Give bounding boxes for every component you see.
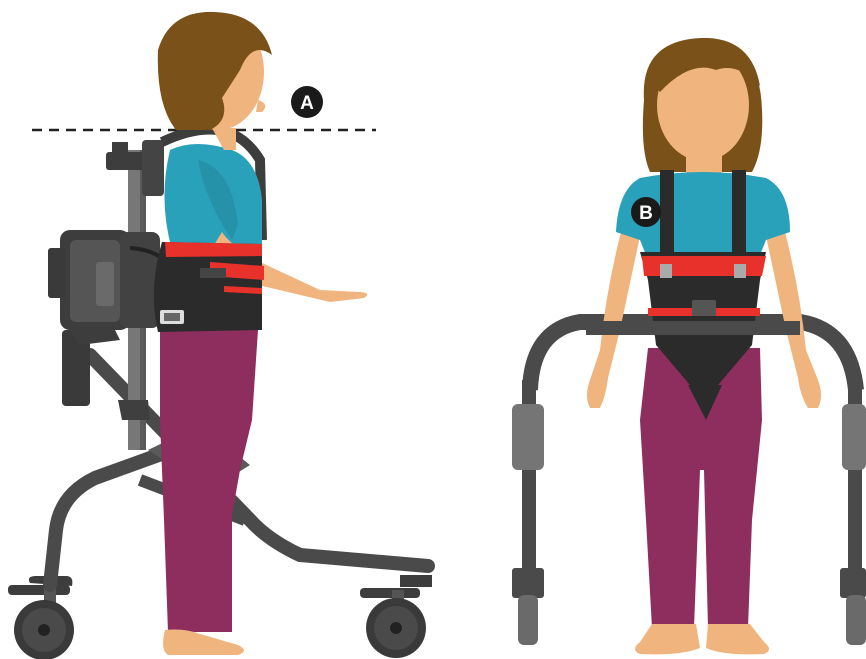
child-front-view-icon [586,38,821,654]
front-caster-wheel-icon [360,575,432,658]
front-view: B [512,38,866,654]
marker-b-label: B [639,203,653,224]
side-view: A [8,12,432,659]
marker-a: A [291,86,323,118]
marker-a-label: A [300,93,314,114]
rear-caster-wheel-icon [8,576,74,659]
marker-b: B [631,197,661,227]
